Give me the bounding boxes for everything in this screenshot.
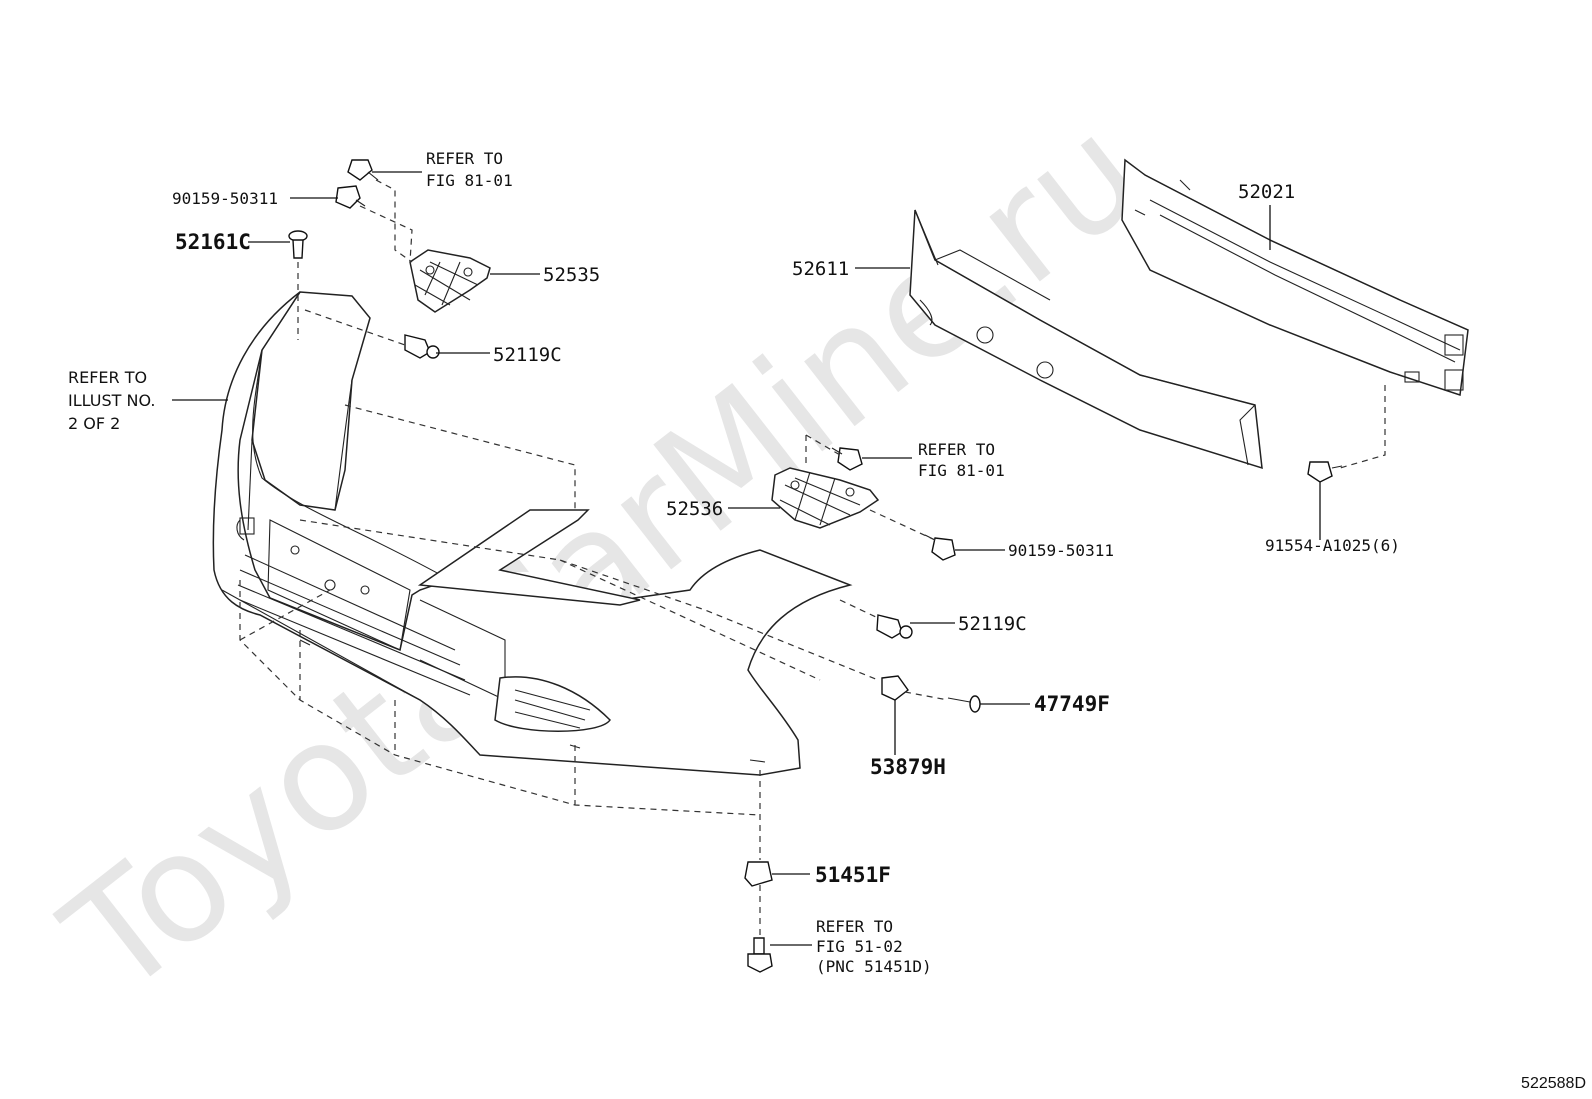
bumper-cover bbox=[212, 291, 853, 776]
bolt-fig81-mid-icon bbox=[831, 447, 863, 471]
part-labels: REFER TO FIG 81-01 90159-50311 52161C 52… bbox=[68, 149, 1400, 976]
watermark-text: ToyotaCarMine.ru bbox=[34, 84, 1175, 1028]
screw-52119c-right-icon bbox=[876, 614, 913, 639]
label-52535: 52535 bbox=[543, 264, 600, 286]
label-52119c-right: 52119C bbox=[958, 613, 1027, 635]
ref-left-line1: REFER TO bbox=[68, 368, 147, 387]
leader-lines bbox=[172, 171, 1321, 946]
ref-bottom-line2: FIG 51-02 bbox=[816, 937, 903, 956]
ref-mid-line2: FIG 81-01 bbox=[918, 461, 1005, 480]
assembly-dash-lines bbox=[239, 179, 1386, 938]
clip-52161c-icon bbox=[288, 230, 308, 259]
ref-top-line2: FIG 81-01 bbox=[426, 171, 513, 190]
screw-52119c-top-icon bbox=[404, 334, 440, 359]
label-53879h: 53879H bbox=[870, 755, 946, 779]
ref-top-line1: REFER TO bbox=[426, 149, 503, 168]
ref-bottom-line1: REFER TO bbox=[816, 917, 893, 936]
bolt-bottom-icon bbox=[747, 937, 773, 973]
ref-bottom-line3: (PNC 51451D) bbox=[816, 957, 932, 976]
bolt-90159-top-icon bbox=[335, 185, 366, 209]
nut-53879h-icon bbox=[881, 675, 909, 701]
label-52611: 52611 bbox=[792, 258, 849, 280]
screw-grommet-top-icon bbox=[347, 159, 379, 181]
screw-47749f-icon bbox=[947, 695, 981, 713]
label-90159-50311-right: 90159-50311 bbox=[1008, 541, 1114, 560]
label-91554-a1025: 91554-A1025(6) bbox=[1265, 536, 1400, 555]
label-52161c: 52161C bbox=[175, 230, 251, 254]
bumper-retainer-52535 bbox=[409, 249, 491, 313]
ref-left-line3: 2 OF 2 bbox=[68, 414, 120, 433]
ref-mid-line1: REFER TO bbox=[918, 440, 995, 459]
label-47749f: 47749F bbox=[1034, 692, 1110, 716]
bolt-91554-icon bbox=[1307, 461, 1343, 483]
energy-absorber-52611 bbox=[909, 209, 1263, 470]
illustration-code: 522588D bbox=[1521, 1075, 1586, 1092]
bolt-90159-right-icon bbox=[924, 534, 956, 561]
label-52021: 52021 bbox=[1238, 181, 1295, 203]
ref-left-line2: ILLUST NO. bbox=[68, 391, 155, 410]
bumper-reinforcement-52021 bbox=[1121, 158, 1469, 396]
label-52536: 52536 bbox=[666, 498, 723, 520]
clip-51451f-icon bbox=[744, 861, 773, 887]
label-51451f: 51451F bbox=[815, 863, 891, 887]
label-52119c-top: 52119C bbox=[493, 344, 562, 366]
label-90159-50311-top: 90159-50311 bbox=[172, 189, 278, 208]
bumper-retainer-52536 bbox=[771, 467, 880, 529]
